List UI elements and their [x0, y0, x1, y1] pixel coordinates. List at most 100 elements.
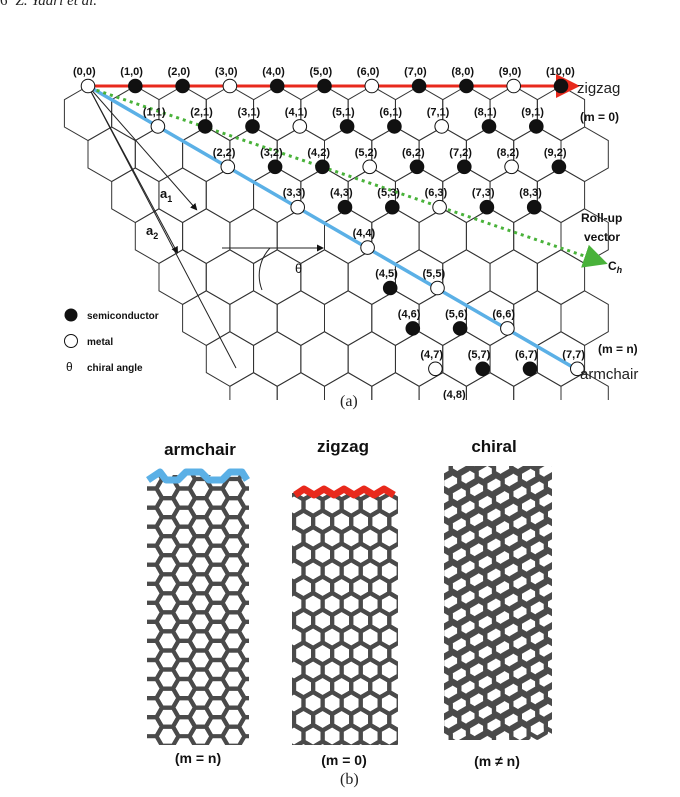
zigzag-label: zigzag [577, 80, 620, 97]
semiconductor-point [382, 280, 398, 296]
point-label: (4,7) [420, 349, 443, 361]
point-label: (8,3) [519, 187, 542, 199]
metal-point [292, 119, 308, 134]
chirality-points: (0,0)(1,0)(2,0)(3,0)(4,0)(5,0)(6,0)(7,0)… [73, 66, 585, 400]
legend-semiconductor-marker [64, 308, 78, 322]
semiconductor-point [197, 119, 213, 134]
ch-label: Ch [608, 259, 623, 275]
legend-metal-marker [64, 334, 78, 348]
zigzag-condition: (m = 0) [580, 110, 619, 124]
metal-point [504, 159, 519, 175]
point-label: (5,7) [468, 349, 491, 361]
point-label: (9,0) [499, 66, 522, 78]
semiconductor-point [481, 119, 497, 134]
semiconductor-point [522, 361, 538, 377]
semiconductor-point [551, 159, 567, 175]
armchair-condition: (m = n) [598, 342, 638, 356]
figure-b-caption: (b) [340, 771, 359, 788]
semiconductor-point [452, 321, 468, 336]
a1-label: a1 [160, 186, 172, 204]
metal-point [362, 159, 378, 175]
page-authors: Z. Yaari et al. [15, 0, 98, 9]
armchair-tube-title: armchair [164, 440, 236, 459]
legend-semiconductor-label: semiconductor [87, 311, 159, 322]
point-label: (10,0) [546, 66, 575, 78]
metal-point [220, 159, 236, 175]
point-label: (2,1) [190, 106, 213, 118]
point-label: (6,1) [379, 106, 402, 118]
metal-point [570, 361, 585, 377]
point-label: (1,0) [120, 66, 143, 78]
point-label: (6,7) [515, 349, 538, 361]
a1-sub: 1 [167, 194, 172, 204]
point-label: (4,1) [285, 106, 308, 118]
point-label: (4,8) [443, 389, 466, 400]
metal-point [430, 280, 445, 296]
semiconductor-point [459, 78, 474, 94]
rollup-label-line1: Roll-up [581, 211, 622, 225]
point-label: (5,1) [332, 106, 355, 118]
semiconductor-point [409, 159, 425, 175]
point-label: (3,0) [215, 66, 238, 78]
point-label: (8,0) [451, 66, 474, 78]
semiconductor-point [387, 119, 402, 134]
semiconductor-point [411, 78, 427, 94]
point-label: (3,2) [260, 147, 283, 159]
armchair-nanotube [146, 468, 250, 745]
metal-point [364, 78, 380, 94]
point-label: (6,0) [357, 66, 380, 78]
semiconductor-point [529, 119, 544, 134]
metal-point [222, 78, 238, 94]
metal-point [80, 78, 96, 94]
point-label: (2,0) [168, 66, 191, 78]
semiconductor-point [479, 199, 495, 215]
point-label: (7,7) [562, 349, 585, 361]
figure-a-caption: (a) [340, 393, 358, 410]
chirality-map-figure: (0,0)(1,0)(2,0)(3,0)(4,0)(5,0)(6,0)(7,0)… [63, 66, 638, 400]
zigzag-tube-condition: (m = 0) [321, 752, 367, 768]
semiconductor-point [337, 199, 353, 215]
semiconductor-point [385, 199, 400, 215]
a2-main: a [146, 223, 154, 238]
zigzag-tube-title: zigzag [317, 437, 369, 456]
rollup-label-line2: vector [584, 230, 620, 244]
a2-sub: 2 [153, 231, 158, 241]
metal-point [506, 78, 522, 94]
armchair-label: armchair [580, 366, 638, 383]
point-label: (4,4) [353, 228, 376, 240]
metal-point [290, 199, 306, 215]
point-label: (1,1) [143, 106, 166, 118]
point-label: (5,6) [445, 308, 468, 320]
chiral-tube-title: chiral [471, 437, 517, 456]
ch-label-main: C [608, 259, 617, 273]
point-label: (4,5) [375, 268, 398, 280]
point-label: (3,1) [238, 106, 261, 118]
page-header: 6 Z. Yaari et al. [0, 0, 97, 10]
point-label: (4,2) [307, 147, 330, 159]
theta-label: θ [295, 261, 302, 276]
point-label: (5,3) [377, 187, 400, 199]
point-label: (2,2) [213, 147, 236, 159]
point-label: (0,0) [73, 66, 96, 78]
construction-lines [87, 85, 324, 369]
metal-point [434, 119, 450, 134]
point-label: (8,1) [474, 106, 497, 118]
point-label: (4,3) [330, 187, 353, 199]
armchair-direction-line [87, 84, 577, 371]
legend: semiconductor metal θ chiral angle [64, 308, 159, 374]
point-label: (5,0) [310, 66, 333, 78]
rollup-vector-arrow [89, 86, 608, 268]
metal-point [432, 199, 447, 215]
semiconductor-point [339, 119, 355, 134]
zigzag-nanotube [292, 485, 398, 745]
semiconductor-point [175, 78, 190, 94]
point-label: (4,6) [398, 308, 421, 320]
semiconductor-point [317, 78, 332, 94]
page-number: 6 [0, 0, 8, 9]
semiconductor-point [457, 159, 472, 175]
semiconductor-point [475, 361, 491, 377]
metal-point [360, 240, 375, 255]
legend-chiral-angle-label: chiral angle [87, 363, 143, 374]
semiconductor-point [553, 78, 569, 94]
semiconductor-point [315, 159, 330, 175]
